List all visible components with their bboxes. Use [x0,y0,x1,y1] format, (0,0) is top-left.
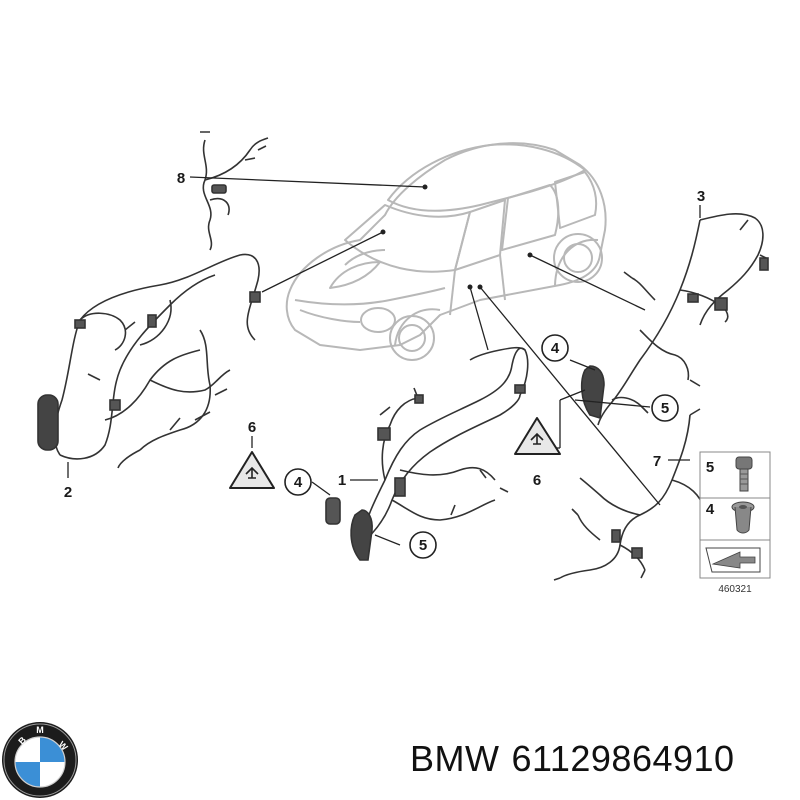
callout-5: 5 [661,400,669,417]
bolt-icon [735,456,753,492]
harness-8 [200,131,269,251]
svg-text:M: M [36,725,44,735]
esd-warning-icon [514,417,561,455]
callout-2: 2 [64,484,72,501]
arrow-icon [705,547,761,573]
callout-6: 6 [248,419,256,436]
callout-circles [284,334,679,559]
leader-dots [380,184,533,290]
callout-4: 4 [551,340,560,357]
rivet-nut-icon [731,501,755,534]
harness-1 [325,346,529,561]
brand-name: BMW [410,738,500,779]
legend-number-4: 4 [706,501,715,518]
leader-lines [67,176,701,546]
callout-8: 8 [177,170,185,187]
harness-7 [553,408,712,581]
esd-warning-icon [229,451,275,489]
parts-legend-box [699,451,771,579]
part-number: 61129864910 [511,738,735,779]
callout-5: 5 [419,537,427,554]
callout-7: 7 [653,453,661,470]
callout-1: 1 [338,472,346,489]
harness-2 [37,253,261,469]
callout-6: 6 [533,472,541,489]
diagram-code: 460321 [718,584,752,595]
harness-3 [580,212,769,426]
legend-number-5: 5 [706,459,714,476]
vehicle-outline [285,142,607,361]
part-caption: BMW 61129864910 [410,738,735,780]
callout-4: 4 [294,474,303,491]
callout-3: 3 [697,188,705,205]
bmw-logo: B M W [2,722,78,798]
